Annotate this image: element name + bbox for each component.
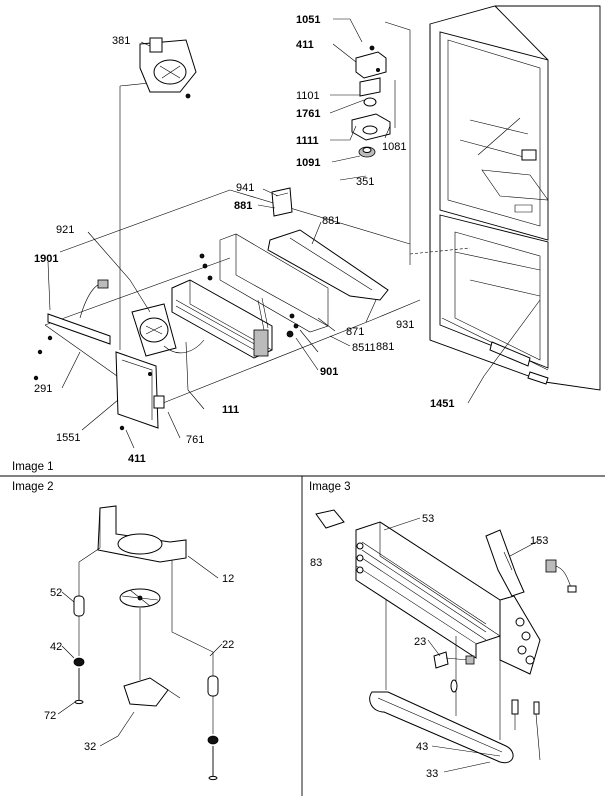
- label-52: 52: [50, 587, 62, 599]
- label-881-a: 881: [234, 200, 252, 212]
- label-111: 111: [222, 404, 239, 416]
- label-1091: 1091: [296, 157, 320, 169]
- image1-leaders: [47, 18, 541, 449]
- image3-leaders: [383, 517, 541, 773]
- label-1101: 1101: [296, 90, 320, 102]
- damper-assembly: [351, 45, 391, 158]
- cover-941: [271, 187, 293, 217]
- label-12: 12: [222, 573, 234, 585]
- label-1081: 1081: [382, 141, 406, 153]
- label-291: 291: [34, 383, 52, 395]
- label-411-bottom: 411: [128, 453, 146, 465]
- label-381: 381: [112, 35, 130, 47]
- image2-leaders: [57, 555, 223, 747]
- label-871: 871: [346, 326, 364, 338]
- label-32: 32: [84, 741, 96, 753]
- label-1901: 1901: [34, 253, 58, 265]
- label-22: 22: [222, 639, 234, 651]
- label-53: 53: [422, 513, 434, 525]
- label-1551: 1551: [56, 432, 80, 444]
- label-72: 72: [44, 710, 56, 722]
- label-23: 23: [414, 636, 426, 648]
- label-901: 901: [320, 366, 338, 378]
- label-1451: 1451: [430, 398, 454, 410]
- rear-panel-1551: [115, 351, 165, 431]
- image2-fan-assembly: [73, 505, 219, 781]
- label-153: 153: [530, 535, 548, 547]
- label-83: 83: [310, 557, 322, 569]
- label-8511: 8511: [352, 342, 376, 354]
- refrigerator-cabinet: [409, 5, 601, 391]
- label-351: 351: [356, 176, 374, 188]
- label-881-b: 881: [322, 215, 340, 227]
- caption-image-1: Image 1: [12, 461, 54, 473]
- label-43: 43: [416, 741, 428, 753]
- fan-bracket-381: [139, 37, 197, 99]
- label-33: 33: [426, 768, 438, 780]
- label-881-c: 881: [376, 341, 394, 353]
- caption-image-3: Image 3: [309, 481, 351, 493]
- label-1051: 1051: [296, 14, 320, 26]
- label-941: 941: [236, 182, 254, 194]
- drain-trough-931: [267, 229, 389, 301]
- label-1761: 1761: [296, 108, 320, 120]
- wire-harness-1901: [33, 279, 111, 381]
- label-1111: 1111: [296, 135, 319, 147]
- caption-image-2: Image 2: [12, 481, 54, 493]
- evaporator-111: [171, 279, 273, 359]
- image3-evaporator: [315, 509, 577, 764]
- fan-shroud-921: [131, 303, 205, 357]
- label-42: 42: [50, 641, 62, 653]
- label-411-top: 411: [296, 39, 314, 51]
- label-761: 761: [186, 434, 204, 446]
- label-931: 931: [396, 319, 414, 331]
- label-921: 921: [56, 224, 74, 236]
